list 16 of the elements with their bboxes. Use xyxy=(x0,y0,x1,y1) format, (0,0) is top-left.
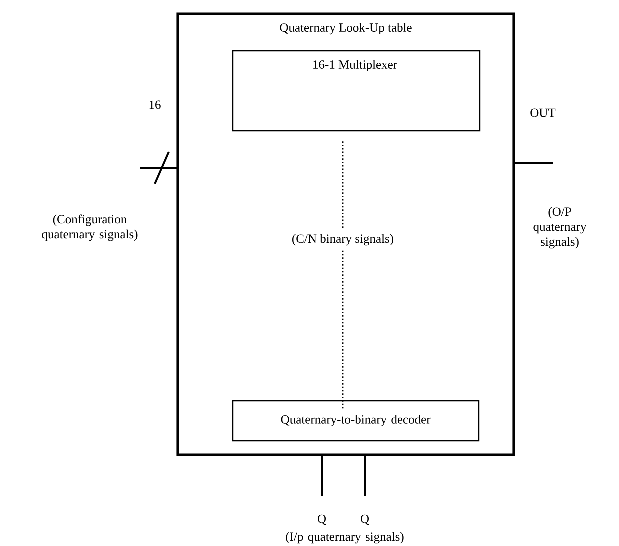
signal-label: (Configuration quaternary signals) xyxy=(42,214,138,242)
dotted-line xyxy=(342,142,344,230)
signal-label: (O/P quaternary signals) xyxy=(534,207,587,249)
signal-label: (I/p quaternary signals) xyxy=(286,532,404,544)
signal-label: (C/N binary signals) xyxy=(292,234,394,246)
block-box: 16-1 Multiplexer xyxy=(232,50,481,132)
edge-label: 16 xyxy=(150,100,161,110)
signal-line xyxy=(364,454,366,496)
bus-line xyxy=(140,152,178,184)
edge-label: Q xyxy=(318,514,326,526)
dotted-line xyxy=(342,250,344,410)
edge-label: Q xyxy=(361,514,370,526)
signal-line xyxy=(514,162,553,164)
edge-label: OUT xyxy=(530,108,556,118)
block-box: Quaternary-to-binary decoder xyxy=(232,400,480,442)
signal-line xyxy=(321,454,323,496)
